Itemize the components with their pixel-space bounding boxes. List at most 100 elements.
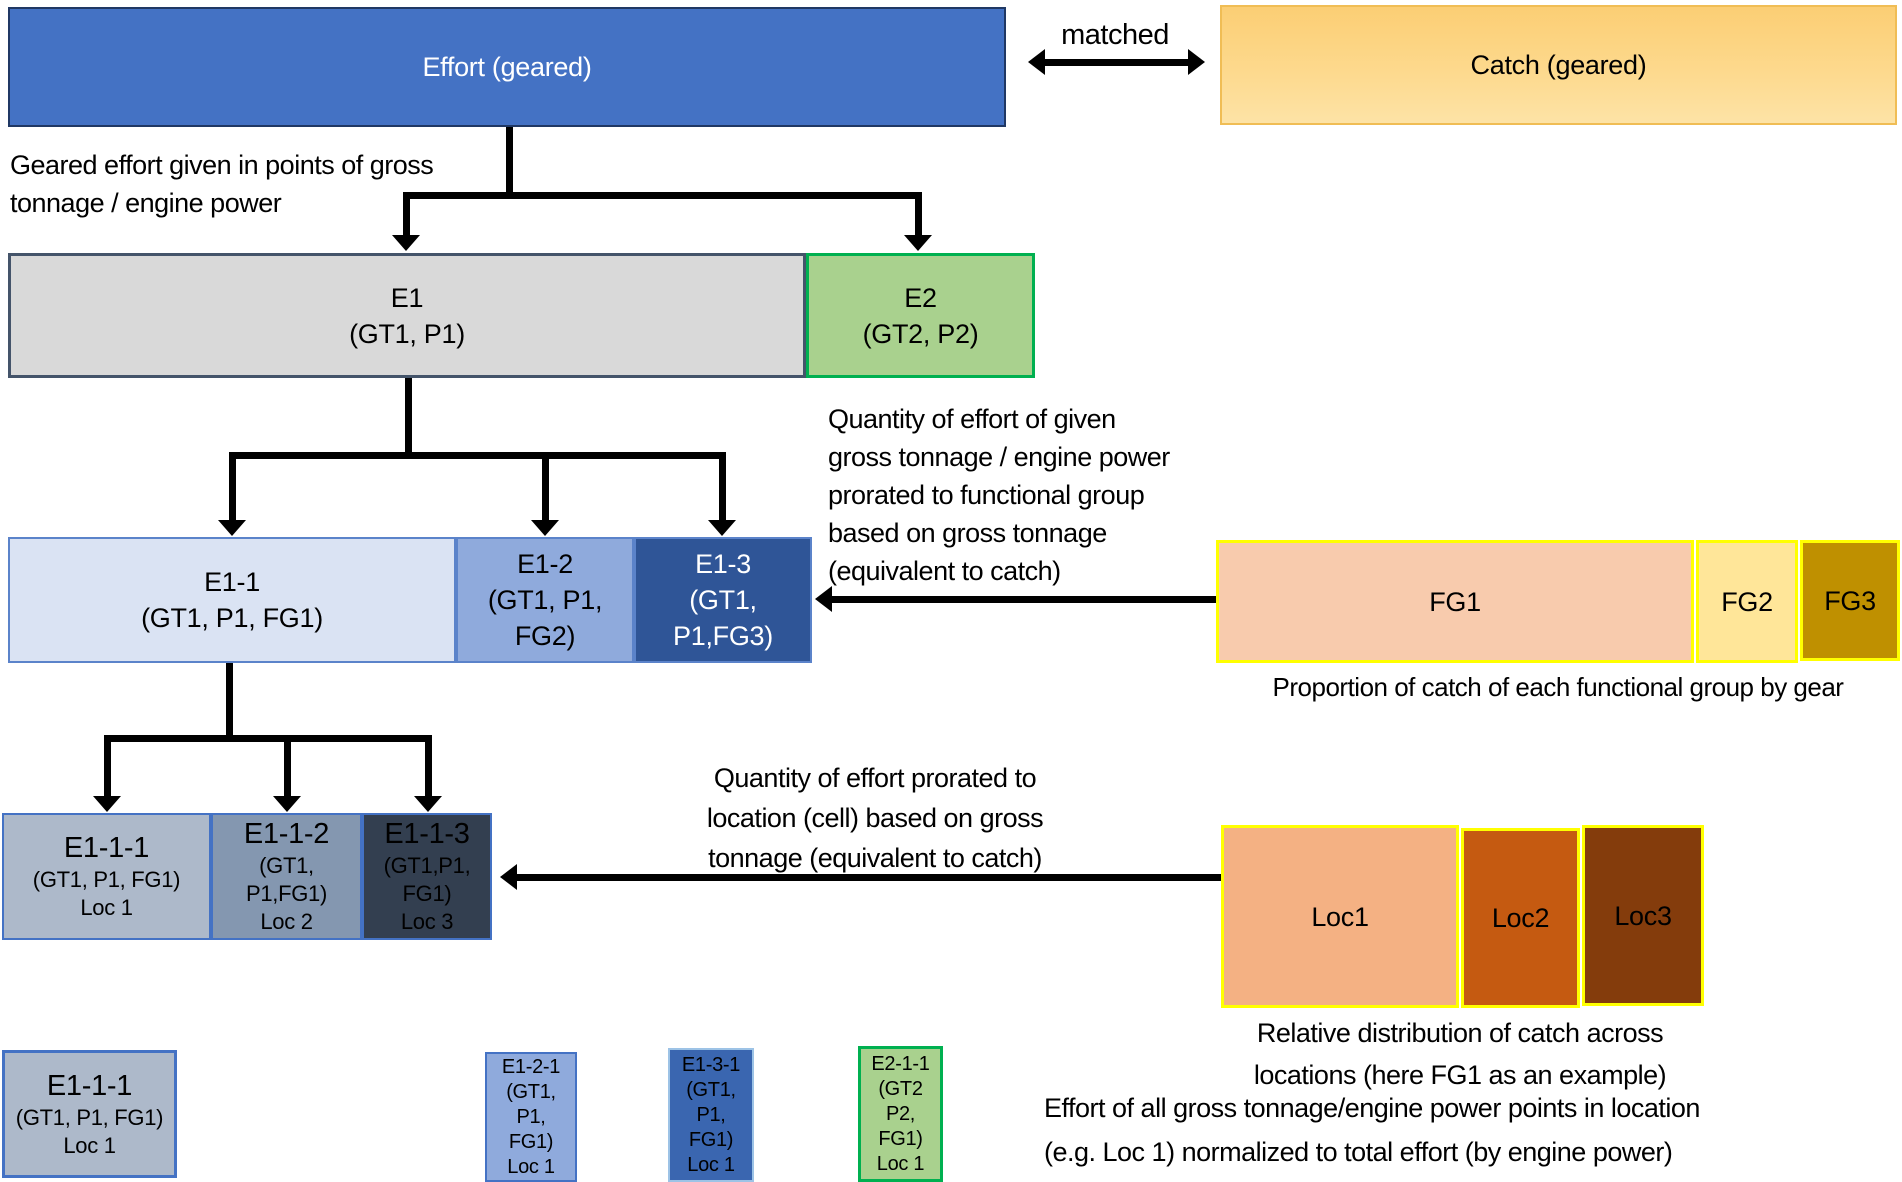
connector-e1-1-drop1 [104, 735, 111, 797]
geared-effort-note: Geared effort given in points of gross t… [10, 146, 434, 222]
fg3-label: FG3 [1824, 585, 1876, 616]
prorated-fg-line3: prorated to functional group [828, 480, 1145, 510]
fg3-box: FG3 [1800, 540, 1900, 661]
arrow-down-e1-1-icon [218, 520, 246, 536]
e1-2-box: E1-2 (GT1, P1, FG2) [456, 537, 634, 663]
bottom-e2-1-1-box: E2-1-1 (GT2 P2, FG1) Loc 1 [858, 1046, 943, 1182]
arrow-down-e1-2-icon [531, 520, 559, 536]
prorated-loc-line2: location (cell) based on gross [706, 803, 1044, 833]
loc1-label: Loc1 [1311, 901, 1369, 932]
prorated-loc-line1: Quantity of effort prorated to [713, 763, 1037, 793]
loc-caption-line1: Relative distribution of catch across [1256, 1018, 1664, 1048]
bottom-e1-3-1-label: E1-3-1 [681, 1053, 741, 1076]
bottom-e2-1-1-sublabel1: (GT2 [878, 1077, 923, 1100]
arrow-down-e1-icon [392, 235, 420, 251]
geared-effort-note-line1: Geared effort given in points of gross [10, 150, 434, 180]
arrow-down-e1-3-icon [708, 520, 736, 536]
e1-2-sublabel2: FG2) [514, 621, 576, 651]
e2-sublabel: (GT2, P2) [862, 318, 979, 349]
e1-1-1-sublabel: (GT1, P1, FG1) [32, 867, 181, 892]
bottom-e1-2-1-label: E1-2-1 [501, 1055, 561, 1078]
arrow-down-e1-1-2-icon [273, 796, 301, 812]
e2-box: E2 (GT2, P2) [806, 253, 1035, 378]
prorated-fg-line2: gross tonnage / engine power [828, 442, 1170, 472]
loc2-box: Loc2 [1461, 828, 1580, 1008]
bottom-e1-2-1-sublabel3: FG1) [508, 1130, 554, 1153]
normalized-note-line1: Effort of all gross tonnage/engine power… [1044, 1093, 1700, 1123]
loc3-box: Loc3 [1582, 825, 1704, 1006]
catch-geared-box: Catch (geared) [1220, 5, 1897, 125]
fg-caption: Proportion of catch of each functional g… [1272, 672, 1844, 702]
matched-arrow-line [1042, 59, 1192, 66]
connector-e1-1-drop3 [425, 735, 432, 797]
e1-1-2-sublabel2: P1,FG1) [245, 881, 328, 906]
connector-e1-bar [229, 452, 726, 459]
catch-geared-label: Catch (geared) [1470, 50, 1647, 80]
effort-geared-box: Effort (geared) [8, 7, 1006, 127]
loc1-box: Loc1 [1221, 825, 1459, 1008]
bottom-e1-2-1-loc: Loc 1 [507, 1155, 555, 1178]
connector-effort-drop-left [403, 192, 410, 236]
e1-1-2-loc: Loc 2 [260, 909, 313, 934]
e1-box: E1 (GT1, P1) [8, 253, 806, 378]
bottom-e1-3-1-sublabel2: P1, [696, 1103, 726, 1126]
connector-effort-stub [506, 127, 513, 195]
prorated-loc-note: Quantity of effort prorated to location … [640, 758, 1110, 878]
e1-2-label: E1-2 [517, 549, 573, 579]
matched-label: matched [1061, 19, 1169, 51]
bottom-e1-1-1-label: E1-1-1 [46, 1069, 133, 1102]
loc2-label: Loc2 [1491, 903, 1550, 933]
normalized-note: Effort of all gross tonnage/engine power… [1044, 1086, 1700, 1174]
bottom-e1-1-1-box: E1-1-1 (GT1, P1, FG1) Loc 1 [2, 1050, 177, 1178]
arrow-left-loc-icon [500, 864, 517, 890]
e1-3-label: E1-3 [695, 549, 751, 579]
normalized-note-line2: (e.g. Loc 1) normalized to total effort … [1044, 1137, 1673, 1167]
e1-1-1-label: E1-1-1 [63, 832, 150, 864]
e1-1-3-loc: Loc 3 [400, 909, 454, 934]
e1-1-2-box: E1-1-2 (GT1, P1,FG1) Loc 2 [211, 813, 362, 940]
fg2-box: FG2 [1696, 540, 1798, 663]
e1-1-1-box: E1-1-1 (GT1, P1, FG1) Loc 1 [2, 813, 211, 940]
prorated-fg-line5: (equivalent to catch) [828, 556, 1061, 586]
connector-e1-1-bar [104, 735, 432, 742]
prorated-fg-note: Quantity of effort of given gross tonnag… [828, 400, 1170, 590]
bottom-e2-1-1-loc: Loc 1 [876, 1152, 925, 1175]
e1-1-3-sublabel1: (GT1,P1, [383, 853, 471, 878]
loc-caption: Relative distribution of catch across lo… [1150, 1012, 1770, 1096]
e1-label: E1 [390, 282, 424, 313]
bottom-e1-3-1-sublabel1: (GT1, [686, 1078, 736, 1101]
bottom-e1-1-1-sublabel: (GT1, P1, FG1) [15, 1104, 164, 1130]
bottom-e1-2-1-sublabel2: P1, [516, 1105, 546, 1128]
e1-3-sublabel2: P1,FG3) [673, 621, 773, 651]
e1-1-2-sublabel1: (GT1, [259, 853, 314, 878]
bottom-e1-2-1-sublabel1: (GT1, [506, 1080, 556, 1103]
e1-1-label: E1-1 [204, 567, 260, 597]
loc-caption-line2: locations (here FG1 as an example) [1253, 1060, 1667, 1090]
fg2-label: FG2 [1721, 586, 1773, 617]
arrow-down-e1-1-3-icon [414, 796, 442, 812]
loc-arrow-line [515, 874, 1221, 881]
connector-effort-drop-right [915, 192, 922, 236]
fg1-box: FG1 [1216, 540, 1694, 663]
bottom-e2-1-1-sublabel2: P2, [885, 1102, 916, 1125]
bottom-e1-2-1-box: E1-2-1 (GT1, P1, FG1) Loc 1 [485, 1052, 577, 1182]
connector-e1-stub [405, 378, 412, 459]
fg1-label: FG1 [1429, 586, 1481, 617]
prorated-fg-line1: Quantity of effort of given [828, 404, 1116, 434]
connector-e1-drop3 [719, 452, 726, 521]
bottom-e1-1-1-loc: Loc 1 [63, 1132, 116, 1158]
prorated-loc-line3: tonnage (equivalent to catch) [708, 843, 1042, 873]
connector-e1-drop2 [542, 452, 549, 521]
e1-1-3-box: E1-1-3 (GT1,P1, FG1) Loc 3 [362, 813, 492, 940]
effort-geared-label: Effort (geared) [422, 52, 592, 82]
fg-arrow-line [830, 596, 1216, 603]
bottom-e1-3-1-loc: Loc 1 [687, 1153, 735, 1176]
connector-e1-drop1 [229, 452, 236, 521]
e1-1-1-loc: Loc 1 [80, 895, 133, 920]
e1-sublabel: (GT1, P1) [349, 318, 465, 349]
bottom-e2-1-1-sublabel3: FG1) [878, 1127, 923, 1150]
arrow-left-fg-icon [815, 586, 832, 612]
connector-effort-bar [403, 192, 922, 199]
connector-e1-1-stub [226, 663, 233, 742]
